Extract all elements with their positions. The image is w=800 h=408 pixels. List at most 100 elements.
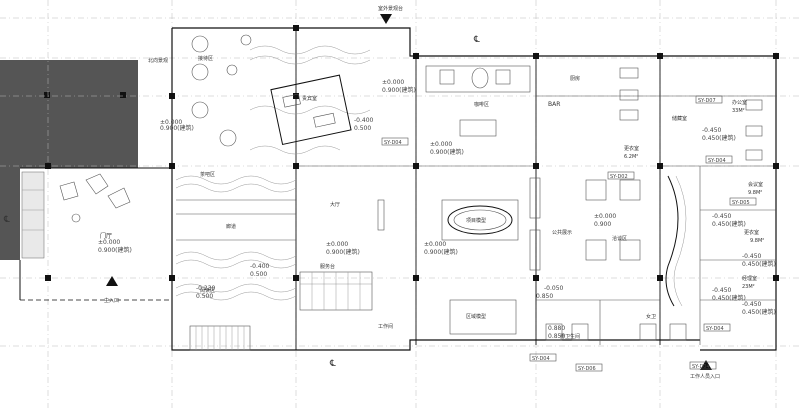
detail-tags: SY-D04 SY-D02 SY-D04 SY-D05 SY-D07 SY-D0… xyxy=(381,95,757,372)
service-counter xyxy=(299,271,373,311)
room-label-center-hall: 大厅 xyxy=(330,201,340,208)
centerline-left: ℄ xyxy=(3,215,10,225)
room-area-manager: 23M² xyxy=(742,284,755,290)
elev-14: -0.450 xyxy=(742,253,762,260)
room-label-office: 办公室 xyxy=(732,99,747,106)
entrance-arrow-icon xyxy=(106,14,712,370)
negotiation-tables xyxy=(585,179,641,261)
elev-15b: 0.450(建筑) xyxy=(712,294,746,302)
room-label-project-model: 项目模型 xyxy=(466,217,486,224)
tag-4: SY-D05 xyxy=(732,200,750,206)
room-area-dressing: 9.8M² xyxy=(750,238,764,244)
room-label-lobby: 门厅 xyxy=(100,232,112,240)
curved-garden xyxy=(665,175,687,307)
elev-9b: 0.500 xyxy=(250,271,267,278)
elev-4b: 0.900(建筑) xyxy=(430,148,464,156)
office-desks xyxy=(619,67,763,161)
structural-columns xyxy=(45,25,779,281)
centerline-top: ℄ xyxy=(473,35,480,45)
elev-3b: 0.900(建筑) xyxy=(382,86,416,94)
room-label-reading: 阅读区 xyxy=(200,287,215,294)
elevation-marks: ±0.000 0.900(建筑) ±0.000 0.900(建筑) ±0.000… xyxy=(98,79,776,340)
room-label-toilet-m: 男卫生间 xyxy=(560,333,580,340)
elev-7: -0.400 xyxy=(354,117,374,124)
elev-11b: 0.900 xyxy=(594,221,611,228)
elev-16b: 0.450(建筑) xyxy=(742,308,776,316)
elev-17b: 0.850 xyxy=(548,333,565,340)
entrance-label: 主入口 xyxy=(104,297,119,304)
elev-3: ±0.000 xyxy=(382,79,404,86)
room-label-tool: 工作间 xyxy=(378,323,393,330)
elev-5: ±0.000 xyxy=(326,241,348,248)
room-label-bar: BAR xyxy=(548,101,560,108)
room-label-vip: 贵宾室 xyxy=(302,95,317,102)
vip-room-box xyxy=(270,74,352,146)
centerline-bottom: ℄ xyxy=(329,359,336,369)
lounge-sofas xyxy=(425,65,531,137)
tea-area-tables xyxy=(191,34,252,147)
room-area-office: 33M² xyxy=(732,108,745,114)
elev-17: 0.880 xyxy=(548,325,565,332)
room-label-service: 服务台 xyxy=(320,263,335,270)
elev-2b: 0.900(建筑) xyxy=(160,124,194,132)
corridor-benches xyxy=(176,199,296,241)
elev-9: -0.400 xyxy=(250,263,270,270)
lobby-furniture xyxy=(59,173,131,223)
room-label-dressing: 更衣室 xyxy=(744,229,759,236)
elev-15: -0.450 xyxy=(712,287,732,294)
room-label-negotiation: 洽谈区 xyxy=(612,235,627,242)
room-label-meeting: 会议室 xyxy=(748,181,763,188)
tag-2: SY-D02 xyxy=(610,174,628,180)
elev-4: ±0.000 xyxy=(430,141,452,148)
elev-8b: 0.500 xyxy=(196,293,213,300)
room-label-lounge-top: 接待区 xyxy=(198,55,213,62)
tag-6: SY-D04 xyxy=(706,326,724,332)
landscape-waves xyxy=(175,45,371,301)
stairs xyxy=(189,325,251,351)
room-label-public-zone: 公共展示 xyxy=(552,229,572,236)
elev-13: -0.450 xyxy=(712,213,732,220)
district-model xyxy=(449,299,517,335)
room-area-changing: 6.2M² xyxy=(624,154,638,160)
elev-6: ±0.000 xyxy=(424,241,446,248)
side-entry-label: 工作人员入口 xyxy=(690,373,720,380)
tag-1: SY-D04 xyxy=(384,140,402,146)
elev-8: -0.230 xyxy=(196,285,216,292)
centerline-symbols: ℄ ℄ ℄ xyxy=(3,35,480,369)
elev-12: -0.450 xyxy=(702,127,722,134)
lobby-planter xyxy=(21,171,45,259)
elev-13b: 0.450(建筑) xyxy=(712,220,746,228)
room-label-kitchen: 厨房 xyxy=(570,75,580,82)
elev-6b: 0.900(建筑) xyxy=(424,248,458,256)
elev-10: -0.050 xyxy=(544,285,564,292)
room-area-meeting: 9.8M² xyxy=(748,190,762,196)
room-label-district-model: 区域模型 xyxy=(466,313,486,320)
elev-1b: 0.900(建筑) xyxy=(98,246,132,254)
room-label-corridor: 廊道 xyxy=(226,223,236,230)
tag-7: SY-D04 xyxy=(532,356,550,362)
elev-14b: 0.450(建筑) xyxy=(742,260,776,268)
elev-11: ±0.000 xyxy=(594,213,616,220)
room-label-storage: 储藏室 xyxy=(672,115,687,122)
room-label-tea-area: 茶吧区 xyxy=(200,171,215,178)
elev-2: ±0.000 xyxy=(160,119,182,126)
display-racks xyxy=(377,177,541,271)
project-model xyxy=(441,199,519,241)
tag-3: SY-D04 xyxy=(708,158,726,164)
room-label-toilet-f: 女卫 xyxy=(646,313,656,320)
room-labels: 门厅 接待区 贵宾室 茶吧区 阅读区 廊道 服务台 大厅 项目模型 区域模型 B… xyxy=(100,5,764,380)
north-note-label: 北向景观 xyxy=(148,57,168,64)
tag-9: SY-D04 xyxy=(692,364,710,370)
top-exit-label: 室外景观台 xyxy=(378,5,403,12)
elev-7b: 0.500 xyxy=(354,125,371,132)
elev-5b: 0.900(建筑) xyxy=(326,248,360,256)
elev-1: ±0.000 xyxy=(98,239,120,246)
toilet-fixtures xyxy=(545,323,687,341)
elev-10b: 0.850 xyxy=(536,293,553,300)
existing-building-mass xyxy=(0,60,138,260)
elev-16: -0.450 xyxy=(742,301,762,308)
room-label-manager: 经理室 xyxy=(742,275,757,282)
elev-12b: 0.450(建筑) xyxy=(702,134,736,142)
